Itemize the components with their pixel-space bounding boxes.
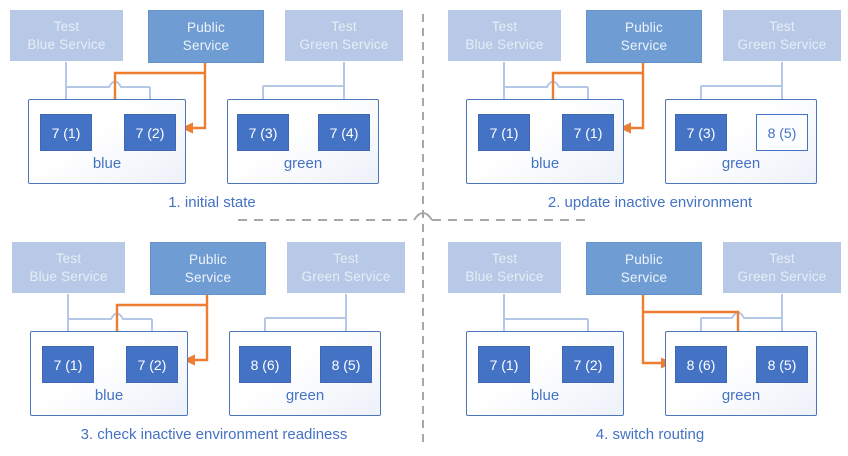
pod-label: 7 (1): [489, 124, 519, 141]
service-label-line: Service: [620, 269, 668, 285]
service-label-line: Test: [331, 18, 357, 34]
pod-box: 7 (1): [478, 114, 530, 151]
pod-box: 8 (5): [756, 114, 808, 151]
pod-box: 8 (5): [756, 346, 808, 383]
pod-box: 7 (2): [562, 346, 614, 383]
service-label-line: Test: [769, 250, 795, 266]
service-label-line: Green Service: [737, 36, 827, 52]
panel-caption: 1. initial state: [168, 194, 256, 211]
service-label-line: Green Service: [301, 268, 391, 284]
arrowhead-left-icon: [619, 122, 631, 134]
service-label-line: Public: [625, 19, 663, 35]
environment-label: blue: [94, 387, 124, 404]
arrowhead-left-icon: [183, 354, 195, 366]
service-label-line: Service: [182, 37, 230, 53]
service-label-line: Service: [184, 269, 232, 285]
pod-box: 7 (3): [675, 114, 727, 151]
pod-label: 7 (1): [51, 124, 81, 141]
pod-label: 8 (5): [767, 356, 797, 373]
environment-label: green: [721, 387, 761, 404]
pod-label: 7 (2): [137, 356, 167, 373]
service-label-line: Blue Service: [465, 268, 544, 284]
pod-box: 7 (1): [42, 346, 94, 383]
service-label-line: Green Service: [299, 36, 389, 52]
pod-box: 7 (1): [478, 346, 530, 383]
pod-label: 7 (2): [135, 124, 165, 141]
pod-box: 7 (1): [562, 114, 614, 151]
pod-label: 7 (1): [53, 356, 83, 373]
service-label-line: Test: [491, 18, 518, 34]
test-service-connectors: [65, 62, 345, 106]
environment-label: blue: [92, 155, 122, 172]
service-label-line: Service: [620, 37, 668, 53]
pod-label: 7 (3): [686, 124, 716, 141]
service-label-line: Test: [491, 250, 518, 266]
environment-label: blue: [530, 155, 560, 172]
service-label-line: Blue Service: [29, 268, 108, 284]
pod-box: 7 (2): [124, 114, 176, 151]
service-label-line: Test: [53, 18, 80, 34]
service-label-line: Test: [55, 250, 82, 266]
pod-label: 7 (1): [489, 356, 519, 373]
service-label-line: Public: [625, 251, 663, 267]
pod-label: 7 (4): [329, 124, 359, 141]
service-label-line: Blue Service: [465, 36, 544, 52]
service-label-line: Public: [189, 251, 227, 267]
pod-box: 8 (5): [320, 346, 372, 383]
pod-label: 8 (6): [686, 356, 716, 373]
pod-box: 7 (2): [126, 346, 178, 383]
pod-label: 7 (3): [248, 124, 278, 141]
service-label-line: Test: [333, 250, 359, 266]
service-label-line: Test: [769, 18, 795, 34]
pod-box: 7 (3): [237, 114, 289, 151]
pod-label: 8 (6): [250, 356, 280, 373]
pod-box: 8 (6): [239, 346, 291, 383]
panel-caption: 2. update inactive environment: [547, 194, 753, 211]
service-label-line: Public: [187, 19, 225, 35]
environment-label: green: [285, 387, 325, 404]
environment-label: blue: [530, 387, 560, 404]
environment-label: green: [283, 155, 323, 172]
panel-caption: 4. switch routing: [595, 426, 705, 443]
pod-label: 7 (1): [573, 124, 603, 141]
test-service-connectors: [67, 294, 347, 338]
service-label-line: Blue Service: [27, 36, 106, 52]
pod-label: 7 (2): [573, 356, 603, 373]
pod-box: 7 (4): [318, 114, 370, 151]
pod-box: 8 (6): [675, 346, 727, 383]
pod-label: 8 (5): [331, 356, 361, 373]
pod-box: 7 (1): [40, 114, 92, 151]
environment-label: green: [721, 155, 761, 172]
arrowhead-left-icon: [181, 122, 193, 134]
service-label-line: Green Service: [737, 268, 827, 284]
pod-label: 8 (5): [767, 124, 797, 141]
panel-caption: 3. check inactive environment readiness: [80, 426, 348, 443]
